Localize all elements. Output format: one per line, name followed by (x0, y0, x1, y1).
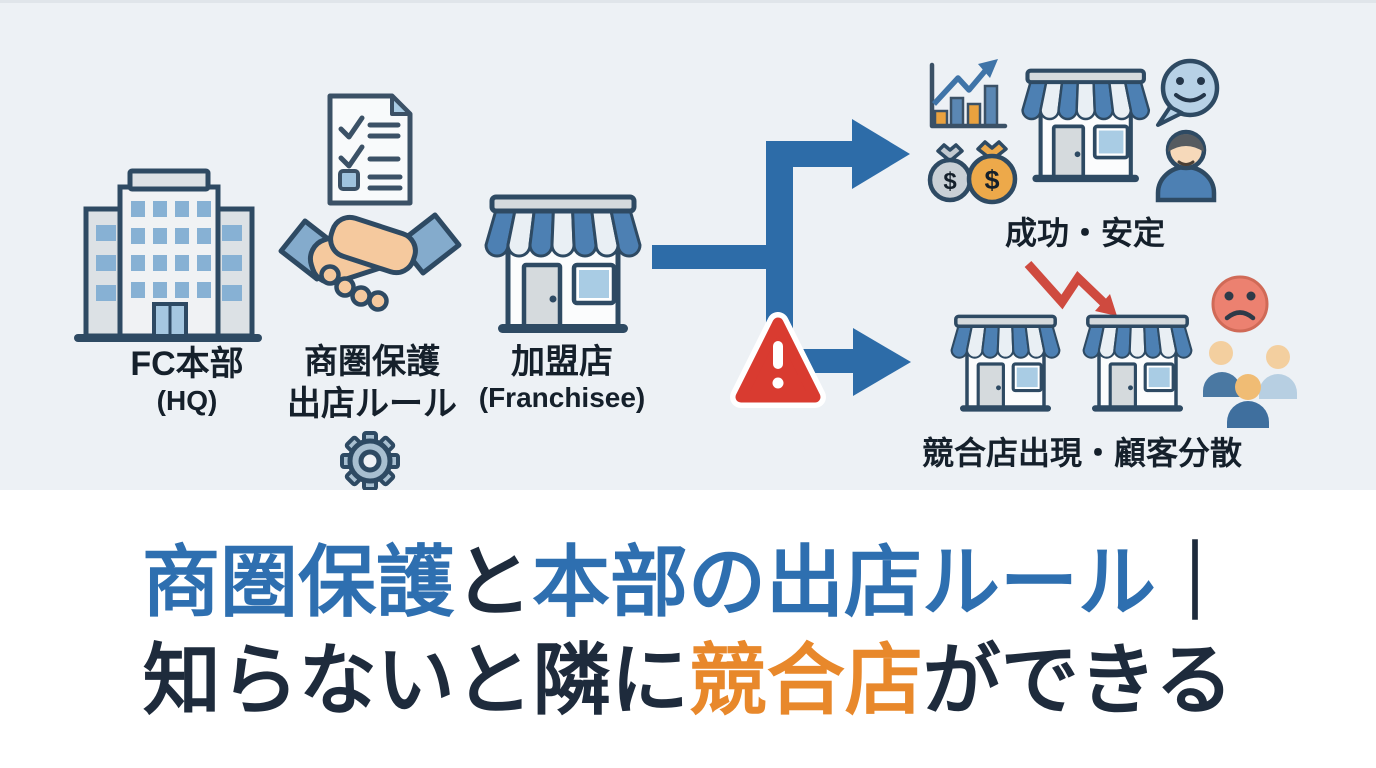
contract-label-line1: 商圏保護 (304, 343, 441, 381)
franchisee-label: 加盟店 (511, 343, 613, 381)
competitor-store-icon-2 (1081, 314, 1194, 414)
dollar-gray: $ (943, 168, 957, 195)
decline-arrow-icon (1024, 260, 1117, 316)
happy-bubble-icon (1156, 58, 1220, 127)
competitor-store-icon-1 (949, 314, 1062, 414)
hq-label: FC本部 (130, 345, 243, 383)
hq-sublabel: (HQ) (157, 385, 218, 416)
title-text-end: ができる (922, 636, 1234, 724)
warning-icon (730, 312, 826, 408)
diagram-section: FC本部 (HQ) (0, 0, 1376, 490)
competition-label: 競合店出現・顧客分散 (922, 435, 1242, 471)
sad-face-icon (1211, 275, 1269, 333)
title-keyword-territory: 商圏保護 (141, 537, 454, 626)
success-store-icon (1023, 71, 1149, 183)
hq-building-icon (74, 168, 262, 342)
dollar-orange: $ (984, 165, 999, 195)
title-line-1: 商圏保護と本部の出店ルール｜ (142, 540, 1234, 624)
money-bags-icon: $ $ (927, 140, 1018, 205)
growth-chart-icon (929, 59, 1008, 129)
title-line-2: 知らないと隣に競合店ができる (143, 638, 1233, 722)
franchisee-store-icon (486, 197, 640, 333)
title-section: 商圏保護と本部の出店ルール｜ 知らないと隣に競合店ができる (0, 490, 1376, 768)
people-group-icon (1203, 341, 1297, 428)
contract-document-icon (327, 93, 413, 206)
handshake-icon (278, 212, 462, 312)
customer-icon (1155, 129, 1217, 203)
contract-label-line2: 出店ルール (287, 385, 457, 423)
title-divider: ｜ (1156, 537, 1235, 626)
title-connector: と (453, 537, 532, 626)
title-keyword-competitor: 競合店 (688, 636, 923, 724)
franchise-diagram: FC本部 (HQ) (74, 58, 1297, 490)
success-label: 成功・安定 (1005, 215, 1165, 251)
franchisee-sublabel: (Franchisee) (479, 382, 646, 413)
title-text-start: 知らないと隣に (142, 636, 689, 724)
title-keyword-rules: 本部の出店ルール (532, 537, 1157, 626)
branch-arrow (652, 119, 911, 396)
gear-icon (340, 431, 400, 490)
